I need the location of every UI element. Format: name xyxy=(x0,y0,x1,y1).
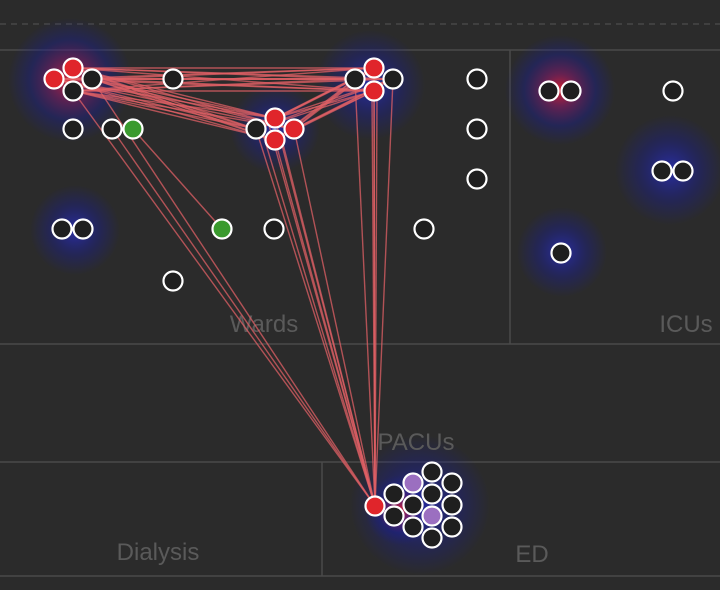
patient-node-red[interactable] xyxy=(283,118,305,140)
zone-label-dialysis: Dialysis xyxy=(117,539,200,566)
transfer-edge xyxy=(72,90,276,119)
patient-node-green[interactable] xyxy=(122,118,144,140)
glow xyxy=(505,35,615,145)
zone-label-wards: Wards xyxy=(230,311,298,338)
transfer-edge xyxy=(374,78,394,507)
transfer-edge xyxy=(91,78,376,507)
patient-node[interactable] xyxy=(245,118,267,140)
patient-nodes xyxy=(43,57,694,549)
transfer-edge xyxy=(280,135,376,507)
transfer-edge xyxy=(72,90,276,141)
patient-node[interactable] xyxy=(466,118,488,140)
patient-node-red[interactable] xyxy=(62,57,84,79)
patient-node[interactable] xyxy=(538,80,560,102)
zone-label-icus: ICUs xyxy=(659,311,712,338)
patient-node-red[interactable] xyxy=(363,80,385,102)
patient-node-red[interactable] xyxy=(264,107,286,129)
patient-node[interactable] xyxy=(441,472,463,494)
patient-node[interactable] xyxy=(162,270,184,292)
zone-label-ed: ED xyxy=(515,541,548,568)
patient-node[interactable] xyxy=(51,218,73,240)
patient-node[interactable] xyxy=(421,461,443,483)
transfer-edge xyxy=(261,130,376,507)
patient-node[interactable] xyxy=(263,218,285,240)
patient-node[interactable] xyxy=(382,68,404,90)
patient-node[interactable] xyxy=(550,242,572,264)
patient-node[interactable] xyxy=(62,118,84,140)
transfer-edge xyxy=(72,90,376,507)
transfer-edge xyxy=(293,128,376,507)
patient-node[interactable] xyxy=(402,516,424,538)
patient-node-purple[interactable] xyxy=(402,472,424,494)
patient-node[interactable] xyxy=(72,218,94,240)
transfer-edge xyxy=(267,121,376,507)
patient-node[interactable] xyxy=(560,80,582,102)
patient-node[interactable] xyxy=(383,505,405,527)
transfer-edge xyxy=(111,128,376,507)
zone-label-pacus: PACUs xyxy=(378,429,455,456)
patient-node[interactable] xyxy=(421,483,443,505)
patient-node[interactable] xyxy=(466,68,488,90)
patient-node[interactable] xyxy=(672,160,694,182)
patient-node[interactable] xyxy=(81,68,103,90)
patient-node-red[interactable] xyxy=(364,495,386,517)
patient-node[interactable] xyxy=(383,483,405,505)
patient-node[interactable] xyxy=(62,80,84,102)
patient-node-red[interactable] xyxy=(363,57,385,79)
patient-node[interactable] xyxy=(651,160,673,182)
transfer-edge xyxy=(91,78,276,119)
patient-node[interactable] xyxy=(466,168,488,190)
transfer-edge xyxy=(354,78,376,507)
transfer-edge xyxy=(374,94,378,507)
patient-node-red[interactable] xyxy=(264,129,286,151)
transfer-edge xyxy=(371,94,376,507)
transfer-edge xyxy=(72,67,276,119)
patient-node[interactable] xyxy=(162,68,184,90)
patient-node[interactable] xyxy=(402,494,424,516)
patient-node[interactable] xyxy=(662,80,684,102)
transfer-edge xyxy=(255,128,376,507)
patient-node-green[interactable] xyxy=(211,218,233,240)
patient-node[interactable] xyxy=(344,68,366,90)
patient-node[interactable] xyxy=(413,218,435,240)
transfer-edge xyxy=(132,128,223,230)
zone-labels: Wards ICUs PACUs Dialysis ED xyxy=(117,311,713,568)
patient-node[interactable] xyxy=(421,527,443,549)
patient-node-purple[interactable] xyxy=(421,505,443,527)
transfer-edge xyxy=(91,67,375,80)
patient-node-red[interactable] xyxy=(43,68,65,90)
patient-node[interactable] xyxy=(441,516,463,538)
patient-node[interactable] xyxy=(441,494,463,516)
patient-node[interactable] xyxy=(101,118,123,140)
